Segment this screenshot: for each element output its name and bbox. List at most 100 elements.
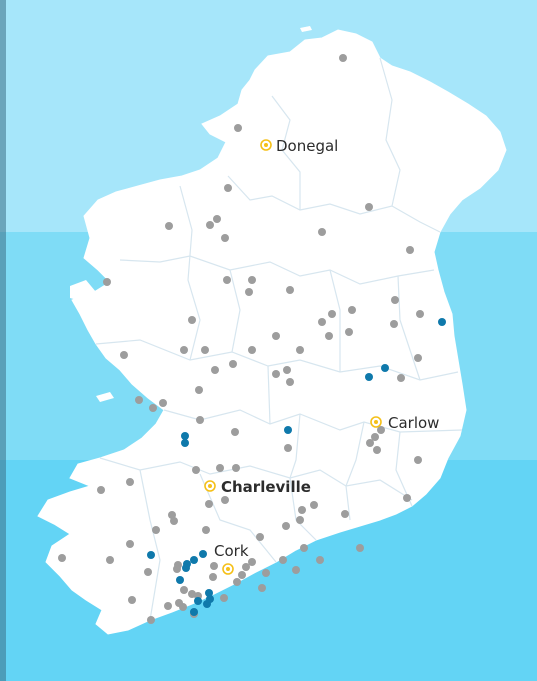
grey-location-marker[interactable]	[180, 346, 188, 354]
blue-location-marker[interactable]	[181, 439, 189, 447]
town-charleville[interactable]: Charleville	[204, 478, 311, 496]
grey-location-marker[interactable]	[147, 616, 155, 624]
grey-location-marker[interactable]	[310, 501, 318, 509]
grey-location-marker[interactable]	[58, 554, 66, 562]
grey-location-marker[interactable]	[390, 320, 398, 328]
grey-location-marker[interactable]	[298, 506, 306, 514]
grey-location-marker[interactable]	[106, 556, 114, 564]
grey-location-marker[interactable]	[205, 500, 213, 508]
grey-location-marker[interactable]	[220, 594, 228, 602]
grey-location-marker[interactable]	[279, 556, 287, 564]
grey-location-marker[interactable]	[325, 332, 333, 340]
grey-location-marker[interactable]	[286, 378, 294, 386]
grey-location-marker[interactable]	[192, 466, 200, 474]
blue-location-marker[interactable]	[147, 551, 155, 559]
grey-location-marker[interactable]	[283, 366, 291, 374]
blue-location-marker[interactable]	[190, 556, 198, 564]
grey-location-marker[interactable]	[300, 544, 308, 552]
grey-location-marker[interactable]	[120, 351, 128, 359]
grey-location-marker[interactable]	[231, 428, 239, 436]
grey-location-marker[interactable]	[356, 544, 364, 552]
grey-location-marker[interactable]	[126, 478, 134, 486]
town-donegal[interactable]: Donegal	[260, 137, 338, 155]
blue-location-marker[interactable]	[194, 597, 202, 605]
grey-location-marker[interactable]	[195, 386, 203, 394]
grey-location-marker[interactable]	[377, 426, 385, 434]
grey-location-marker[interactable]	[196, 416, 204, 424]
grey-location-marker[interactable]	[224, 184, 232, 192]
grey-location-marker[interactable]	[242, 563, 250, 571]
grey-location-marker[interactable]	[180, 586, 188, 594]
blue-location-marker[interactable]	[199, 550, 207, 558]
grey-location-marker[interactable]	[248, 558, 256, 566]
grey-location-marker[interactable]	[414, 354, 422, 362]
grey-location-marker[interactable]	[232, 464, 240, 472]
grey-location-marker[interactable]	[248, 346, 256, 354]
town-cork[interactable]: Cork	[214, 542, 249, 575]
grey-location-marker[interactable]	[366, 439, 374, 447]
grey-location-marker[interactable]	[234, 124, 242, 132]
grey-location-marker[interactable]	[103, 278, 111, 286]
grey-location-marker[interactable]	[365, 203, 373, 211]
grey-location-marker[interactable]	[210, 562, 218, 570]
blue-location-marker[interactable]	[365, 373, 373, 381]
grey-location-marker[interactable]	[201, 346, 209, 354]
blue-location-marker[interactable]	[190, 608, 198, 616]
grey-location-marker[interactable]	[345, 328, 353, 336]
town-carlow[interactable]: Carlow	[370, 414, 439, 432]
grey-location-marker[interactable]	[229, 360, 237, 368]
grey-location-marker[interactable]	[248, 276, 256, 284]
grey-location-marker[interactable]	[391, 296, 399, 304]
grey-location-marker[interactable]	[318, 318, 326, 326]
blue-location-marker[interactable]	[182, 564, 190, 572]
grey-location-marker[interactable]	[188, 316, 196, 324]
blue-location-marker[interactable]	[381, 364, 389, 372]
grey-location-marker[interactable]	[397, 374, 405, 382]
grey-location-marker[interactable]	[97, 486, 105, 494]
grey-location-marker[interactable]	[292, 566, 300, 574]
grey-location-marker[interactable]	[159, 399, 167, 407]
grey-location-marker[interactable]	[339, 54, 347, 62]
grey-location-marker[interactable]	[316, 556, 324, 564]
grey-location-marker[interactable]	[406, 246, 414, 254]
grey-location-marker[interactable]	[164, 602, 172, 610]
grey-location-marker[interactable]	[272, 370, 280, 378]
blue-location-marker[interactable]	[438, 318, 446, 326]
grey-location-marker[interactable]	[202, 526, 210, 534]
grey-location-marker[interactable]	[373, 446, 381, 454]
grey-location-marker[interactable]	[403, 494, 411, 502]
grey-location-marker[interactable]	[135, 396, 143, 404]
grey-location-marker[interactable]	[206, 221, 214, 229]
grey-location-marker[interactable]	[282, 522, 290, 530]
grey-location-marker[interactable]	[328, 310, 336, 318]
grey-location-marker[interactable]	[296, 516, 304, 524]
grey-location-marker[interactable]	[149, 404, 157, 412]
grey-location-marker[interactable]	[272, 332, 280, 340]
grey-location-marker[interactable]	[256, 533, 264, 541]
grey-location-marker[interactable]	[348, 306, 356, 314]
grey-location-marker[interactable]	[284, 444, 292, 452]
grey-location-marker[interactable]	[414, 456, 422, 464]
grey-location-marker[interactable]	[213, 215, 221, 223]
grey-location-marker[interactable]	[262, 569, 270, 577]
grey-location-marker[interactable]	[175, 599, 183, 607]
grey-location-marker[interactable]	[221, 496, 229, 504]
grey-location-marker[interactable]	[211, 366, 219, 374]
grey-location-marker[interactable]	[152, 526, 160, 534]
blue-location-marker[interactable]	[206, 595, 214, 603]
grey-location-marker[interactable]	[173, 565, 181, 573]
grey-location-marker[interactable]	[144, 568, 152, 576]
grey-location-marker[interactable]	[245, 288, 253, 296]
grey-location-marker[interactable]	[209, 573, 217, 581]
grey-location-marker[interactable]	[128, 596, 136, 604]
grey-location-marker[interactable]	[258, 584, 266, 592]
blue-location-marker[interactable]	[284, 426, 292, 434]
grey-location-marker[interactable]	[126, 540, 134, 548]
grey-location-marker[interactable]	[318, 228, 326, 236]
blue-location-marker[interactable]	[181, 432, 189, 440]
grey-location-marker[interactable]	[286, 286, 294, 294]
blue-location-marker[interactable]	[205, 589, 213, 597]
grey-location-marker[interactable]	[170, 517, 178, 525]
grey-location-marker[interactable]	[223, 276, 231, 284]
grey-location-marker[interactable]	[221, 234, 229, 242]
